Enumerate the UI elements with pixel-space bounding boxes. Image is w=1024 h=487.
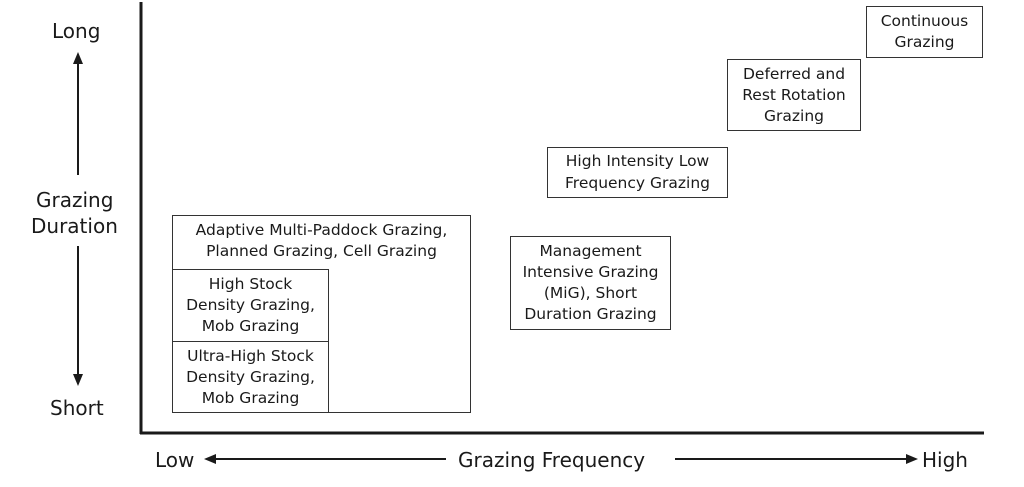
high-stock-line-1: High Stock	[208, 275, 293, 293]
deferred-line-3: Grazing	[764, 107, 824, 125]
ultra-high-stock-line-2: Density Grazing,	[186, 368, 315, 386]
frequency-arrow-right-head	[906, 454, 918, 464]
ultra-high-stock-line-3: Mob Grazing	[201, 389, 300, 407]
continuous-grazing-line-2: Grazing	[894, 33, 955, 51]
continuous-grazing-box	[866, 6, 983, 58]
high-stock-line-3: Mob Grazing	[201, 317, 300, 335]
management-intensive-line-1: Management	[539, 242, 642, 260]
management-intensive-line-4: Duration Grazing	[524, 305, 657, 323]
high-intensity-line-2: Frequency Grazing	[565, 174, 710, 192]
duration-arrow-up-head	[73, 52, 83, 64]
frequency-arrow-left-head	[204, 454, 216, 464]
ultra-high-stock-density-box	[172, 341, 329, 413]
y-axis-title-line2: Duration	[31, 214, 118, 238]
y-axis-title-line1: Grazing	[36, 188, 114, 212]
management-intensive-line-3: (MiG), Short	[543, 284, 638, 302]
x-axis-right-label: High	[922, 448, 968, 472]
x-axis-left-label: Low	[155, 448, 195, 472]
ultra-high-stock-line-1: Ultra-High Stock	[187, 347, 314, 365]
adaptive-line-2: Planned Grazing, Cell Grazing	[206, 242, 437, 260]
deferred-rest-rotation-box	[727, 59, 861, 131]
deferred-line-2: Rest Rotation	[742, 86, 846, 104]
management-intensive-box	[510, 236, 671, 330]
continuous-grazing-line-1: Continuous	[880, 12, 969, 30]
high-intensity-low-frequency-box	[547, 147, 728, 198]
y-axis-top-label: Long	[52, 19, 101, 43]
duration-arrow-down-head	[73, 374, 83, 386]
x-axis-title: Grazing Frequency	[458, 448, 646, 472]
high-intensity-line-1: High Intensity Low	[565, 152, 710, 170]
y-axis-bottom-label: Short	[50, 396, 104, 420]
deferred-line-1: Deferred and	[742, 65, 846, 83]
adaptive-line-1: Adaptive Multi-Paddock Grazing,	[195, 221, 448, 239]
management-intensive-line-2: Intensive Grazing	[522, 263, 659, 281]
high-stock-line-2: Density Grazing,	[186, 296, 315, 314]
